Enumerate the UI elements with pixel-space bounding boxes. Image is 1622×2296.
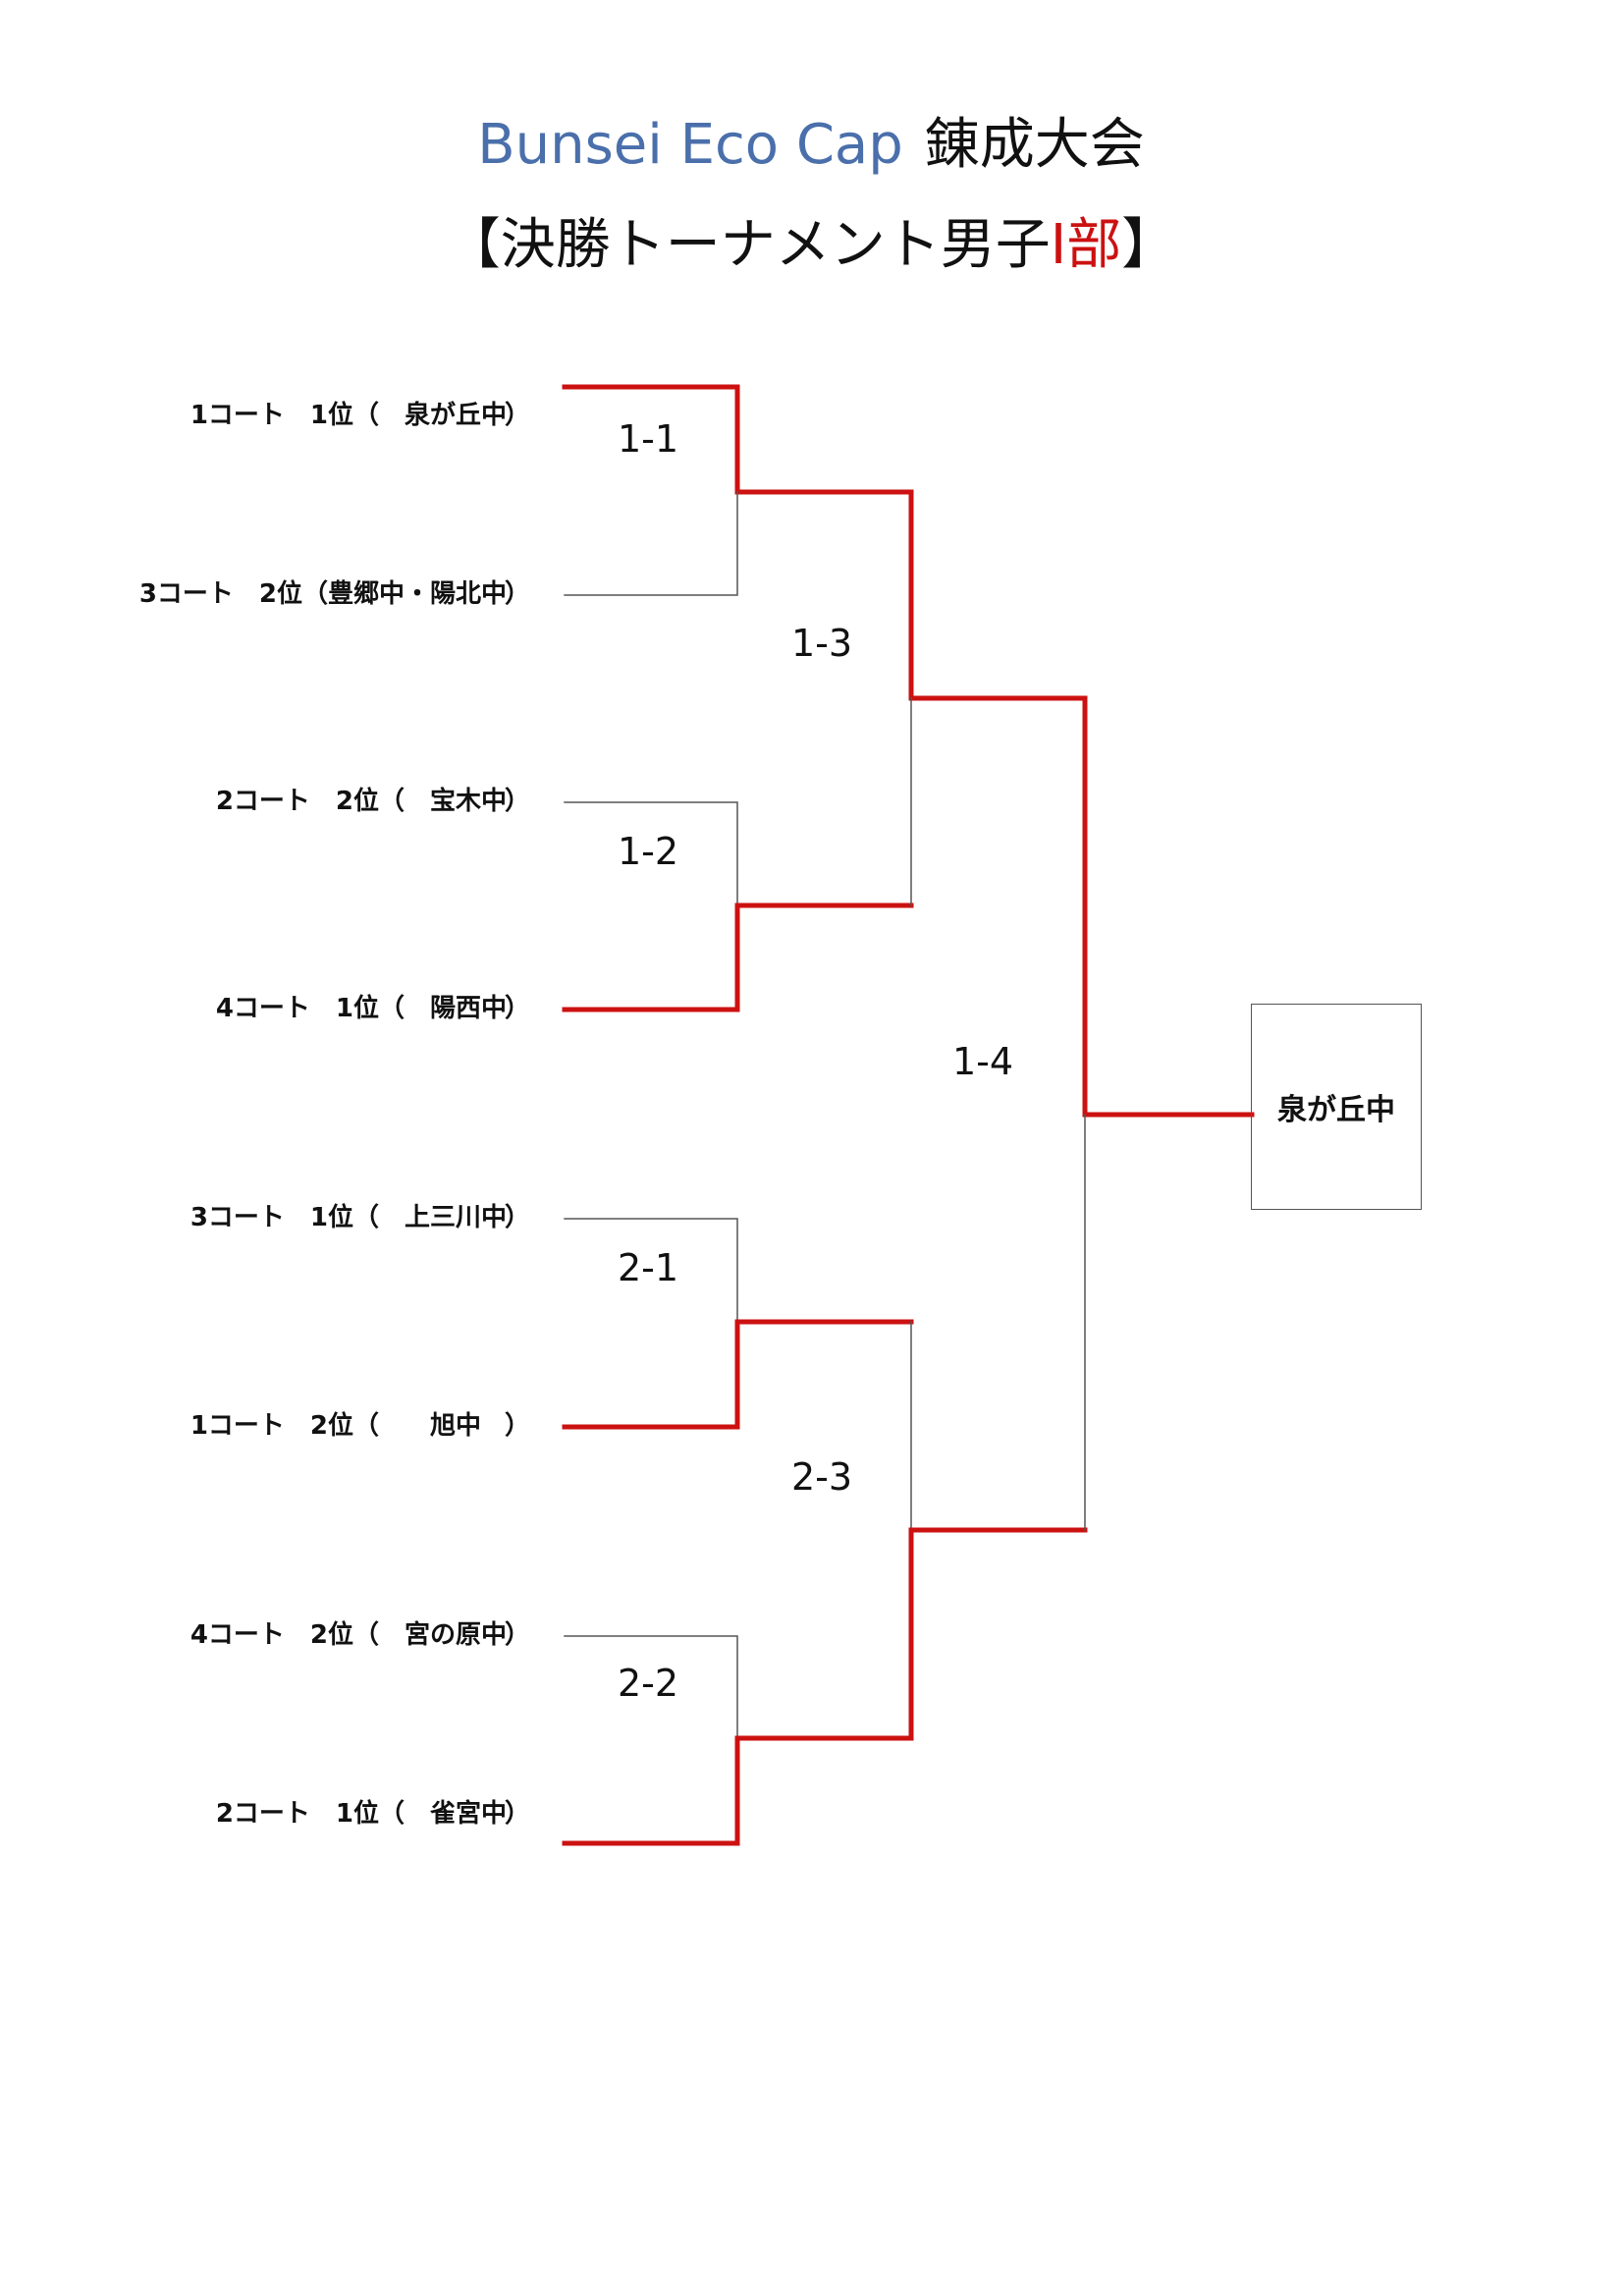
- bracket-line-m2-2-winner: [908, 1527, 1088, 1741]
- team-entry-close: ）: [504, 1799, 530, 1829]
- team-entry-close: ）: [504, 787, 530, 816]
- subtitle-suffix: 】: [1121, 213, 1177, 277]
- team-entry-5: 3コート 1位（ 上三川中）: [79, 1198, 540, 1237]
- match-label-2-3: 2-3: [790, 1455, 853, 1499]
- team-entry-text: 3コート 2位（豊郷中・陽北中: [138, 579, 507, 609]
- team-entry-text: 2コート 1位（ 雀宮中: [215, 1799, 507, 1829]
- team-entry-close: ）: [504, 401, 530, 430]
- team-entry-8: 2コート 1位（ 雀宮中）: [79, 1794, 540, 1833]
- team-entry-text: 4コート 2位（ 宮の原中: [189, 1620, 507, 1650]
- match-label-2-1: 2-1: [617, 1246, 679, 1289]
- team-entry-text: 1コート 2位（ 旭中: [189, 1411, 507, 1441]
- match-label-2-2: 2-2: [617, 1662, 679, 1705]
- team-entry-1: 1コート 1位（ 泉が丘中）: [79, 396, 540, 435]
- team-entry-7: 4コート 2位（ 宮の原中）: [79, 1615, 540, 1655]
- bracket-line-m1-1-winner: [908, 489, 1088, 701]
- team-entry-close: ）: [504, 1620, 530, 1650]
- match-label-1-1: 1-1: [617, 417, 679, 461]
- bracket-line-team-7: [564, 1635, 738, 1739]
- bracket-line-m1-3-winner: [1082, 695, 1255, 1118]
- team-entry-close: ）: [504, 1203, 530, 1232]
- team-entry-close: ）: [504, 994, 530, 1023]
- champion-name: 泉が丘中: [1277, 1093, 1395, 1127]
- subtitle-division: Ⅰ部: [1050, 213, 1122, 277]
- match-label-1-2: 1-2: [617, 830, 679, 873]
- bracket-line-team-4: [562, 902, 914, 1012]
- champion-box: 泉が丘中: [1251, 1004, 1422, 1210]
- title-english: Bunsei Eco Cap: [477, 113, 903, 177]
- team-entry-text: 4コート 1位（ 陽西中: [215, 994, 507, 1023]
- team-entry-close: ）: [504, 1411, 530, 1441]
- team-entry-6: 1コート 2位（ 旭中 ）: [79, 1406, 540, 1446]
- bracket-line-team-8: [562, 1735, 914, 1846]
- team-entry-text: 2コート 2位（ 宝木中: [215, 787, 507, 816]
- bracket-line-team-1: [562, 384, 914, 495]
- page-subtitle: 【決勝トーナメント男子Ⅰ部】: [0, 210, 1622, 281]
- bracket-line-team-3: [564, 801, 738, 906]
- team-entry-text: 1コート 1位（ 泉が丘中: [189, 401, 507, 430]
- team-entry-3: 2コート 2位（ 宝木中）: [79, 782, 540, 821]
- team-entry-text: 3コート 1位（ 上三川中: [189, 1203, 507, 1232]
- title-japanese: 錬成大会: [924, 113, 1145, 177]
- match-label-1-3: 1-3: [790, 622, 853, 665]
- match-label-1-4: 1-4: [951, 1040, 1014, 1083]
- bracket-line-team-5: [564, 1218, 738, 1323]
- bracket-line-team-2: [564, 491, 738, 596]
- bracket-line-team-6: [562, 1319, 914, 1430]
- team-entry-2: 3コート 2位（豊郷中・陽北中）: [79, 574, 540, 614]
- team-entry-close: ）: [504, 579, 530, 609]
- subtitle-prefix: 【決勝トーナメント男子: [445, 213, 1051, 277]
- team-entry-4: 4コート 1位（ 陽西中）: [79, 989, 540, 1028]
- page-title: Bunsei Eco Cap 錬成大会: [0, 110, 1622, 181]
